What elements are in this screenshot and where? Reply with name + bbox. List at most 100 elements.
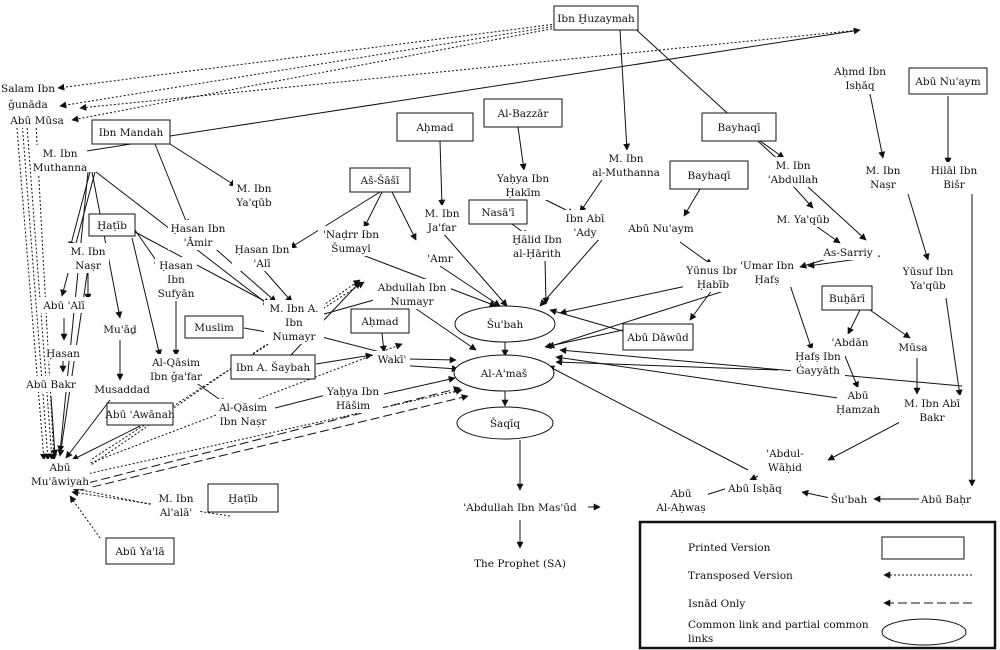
edge (77, 387, 463, 477)
node-label: Ibn Ḫuzaymah (557, 13, 635, 25)
node-as-sasi: Aš-Šāšī (349, 167, 411, 193)
node-hasan-ali: Ḥasan Ibn'Alī (232, 241, 292, 271)
edge (555, 358, 779, 371)
edge (209, 243, 277, 303)
node-label: Al-Bazzār (497, 108, 550, 120)
edge (79, 394, 469, 491)
edge (379, 332, 387, 353)
legend-ellipse-symbol (881, 618, 967, 646)
node-label: Ḥabīb (697, 279, 729, 291)
edge (792, 185, 814, 209)
edge (438, 140, 446, 207)
node-al-bazzar: Al-Bazzār (483, 98, 563, 128)
node-box (483, 98, 563, 128)
node-label: M. Ibn (775, 160, 810, 172)
node-label: Abū (669, 488, 691, 500)
node-bg (143, 354, 209, 384)
node-bg (37, 297, 91, 313)
edge (789, 284, 814, 351)
edge (13, 91, 47, 461)
node-bg (374, 351, 410, 367)
node-label: Aḥmad (360, 316, 399, 328)
edge (79, 143, 132, 155)
node-box (91, 119, 171, 145)
node-label: 'Ady (573, 227, 596, 239)
node-label: Yaḥya Ibn (326, 386, 380, 398)
node-label: Buḫārī (829, 293, 866, 305)
node-subah-node: Šu'bah (454, 305, 556, 343)
node-box (821, 285, 873, 311)
node-abu-ishaq: Abū Isḥāq (725, 480, 785, 496)
node-ellipse (454, 305, 556, 343)
node-label: Abū (48, 462, 70, 474)
node-label: As-Sarriy (822, 247, 872, 259)
edge (71, 27, 557, 123)
node-bayhaqi-2: Bayhaqī (701, 112, 777, 142)
node-label: Ibn ǧa'far (150, 370, 203, 383)
edge (289, 191, 381, 249)
node-prophet: The Prophet (SA) (469, 555, 571, 571)
edge (801, 489, 831, 499)
node-box (669, 160, 749, 190)
node-bg (899, 395, 965, 425)
legend-label: Transposed Version (688, 570, 793, 582)
node-bg (67, 243, 109, 273)
node-label: Ḥasan (159, 260, 193, 272)
node-box (88, 213, 136, 237)
edge (439, 265, 501, 307)
node-label: 'Alī (253, 258, 271, 270)
node-bg (818, 244, 878, 260)
edge (169, 143, 237, 187)
legend-item-isnad: Isnād Only (688, 598, 972, 610)
node-label: Ḫaṭīb (97, 220, 127, 232)
node-waki: Wakī' (374, 351, 410, 367)
edge (517, 126, 527, 171)
edge (759, 140, 785, 159)
edge (847, 309, 861, 335)
node-label: Ibn Naṣr (220, 416, 268, 428)
node-label: Ġayyāth (796, 363, 840, 377)
node-label: M. Ibn (158, 493, 193, 505)
node-label: Naṣr (870, 179, 897, 191)
node-label: Aš-Šāšī (360, 173, 400, 187)
edge (363, 191, 383, 229)
edge (169, 27, 861, 137)
node-label: Yaḥya Ibn (496, 173, 550, 185)
node-label: Bišr (943, 179, 965, 191)
node-box (184, 315, 244, 339)
node-label: Wāḥid (768, 462, 802, 474)
edge (869, 93, 886, 159)
edge (749, 474, 759, 481)
node-label: Bakr (919, 412, 945, 424)
node-hatib-1: Ḫaṭīb (88, 213, 136, 237)
edge (79, 29, 861, 111)
edge (35, 123, 58, 461)
node-label: Yūnus Ibn (685, 265, 740, 277)
node-ibn-huzaymah: Ibn Ḫuzaymah (553, 5, 639, 31)
node-bg (725, 480, 785, 496)
node-label: Šu'bah (831, 492, 868, 506)
node-ellipse (453, 354, 555, 392)
node-bg (30, 459, 90, 489)
edge (71, 425, 141, 461)
node-ahmad-1: Aḥmad (396, 112, 474, 142)
node-label: 'Āmir (184, 236, 214, 249)
node-bayhaqi-1: Bayhaqī (669, 160, 749, 190)
node-bg (421, 205, 463, 235)
node-bg (898, 263, 958, 293)
node-muslim: Muslim (184, 315, 244, 339)
node-abu-yala: Abū Ya'lā (105, 537, 175, 565)
edge (827, 421, 901, 461)
node-bg (919, 491, 973, 507)
legend-label: Common link and partial common (688, 619, 869, 631)
legend-label: Printed Version (688, 542, 771, 554)
node-ibn-mandah: Ibn Mandah (91, 119, 171, 145)
edge (134, 231, 271, 305)
node-bg (7, 96, 49, 112)
